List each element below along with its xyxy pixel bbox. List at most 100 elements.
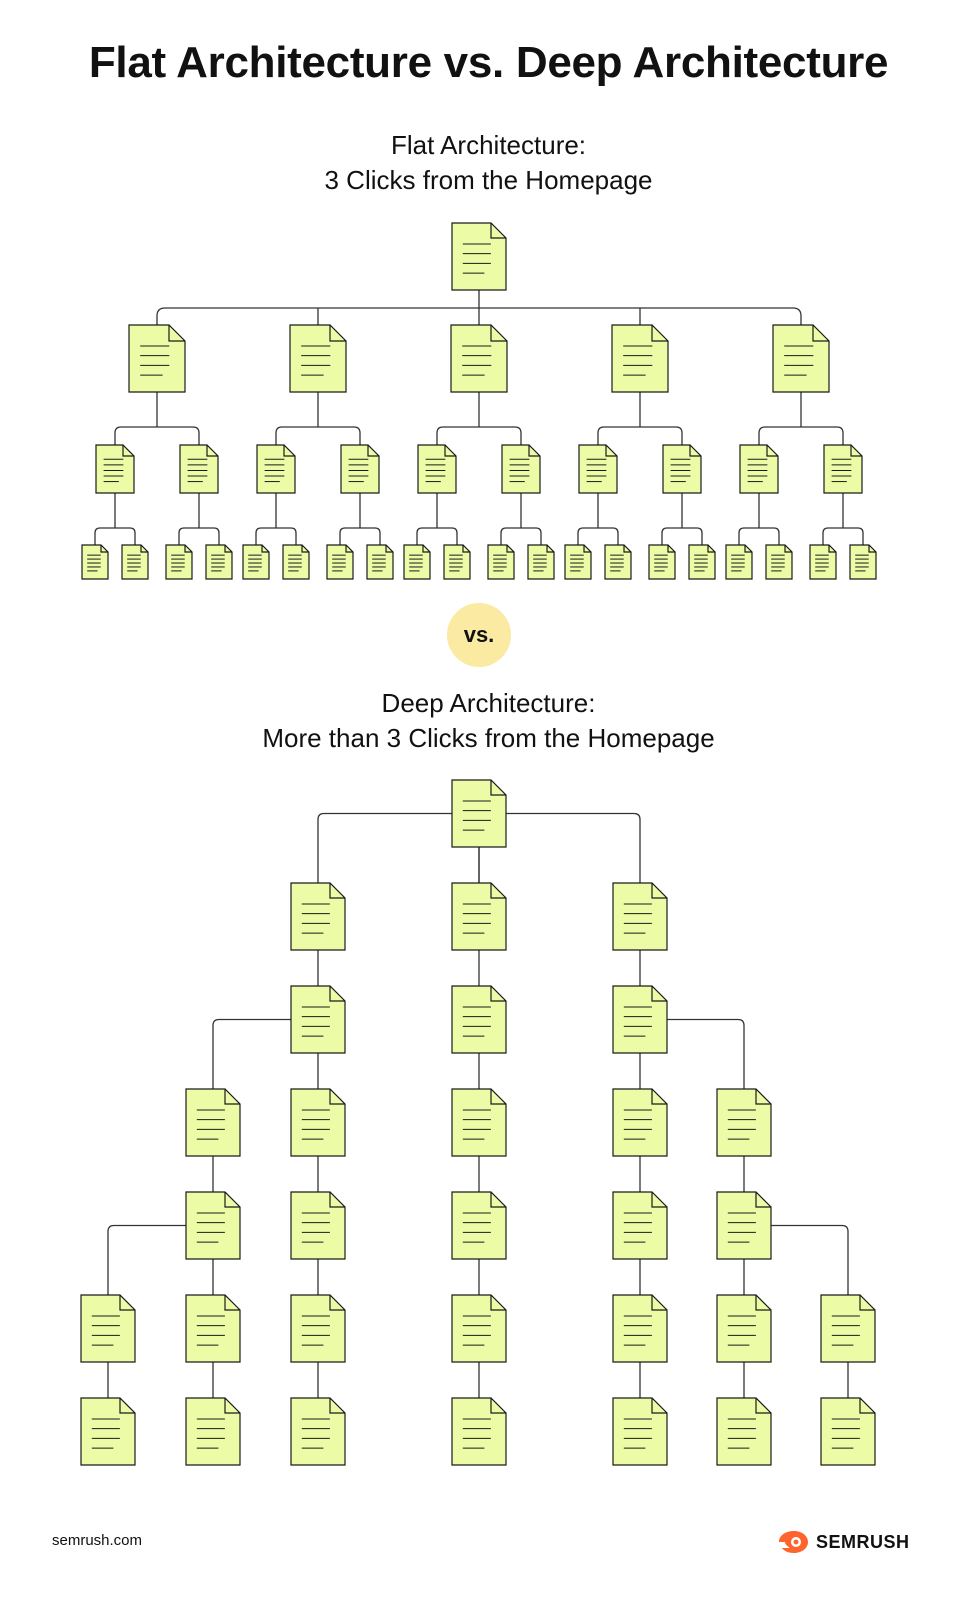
page-document-icon bbox=[823, 444, 863, 494]
footer-site: semrush.com bbox=[52, 1532, 143, 1549]
page-document-icon bbox=[80, 1294, 136, 1363]
flat-architecture-heading: Flat Architecture: 3 Clicks from the Hom… bbox=[0, 128, 977, 198]
page-document-icon bbox=[648, 544, 676, 580]
connector-line bbox=[416, 527, 458, 545]
page-document-icon bbox=[662, 444, 702, 494]
page-document-icon bbox=[487, 544, 515, 580]
page-document-icon bbox=[326, 544, 354, 580]
connector-line bbox=[275, 426, 361, 445]
flat-heading-line2: 3 Clicks from the Homepage bbox=[324, 165, 653, 195]
page-document-icon bbox=[564, 544, 592, 580]
connector-line bbox=[506, 812, 641, 883]
page-document-icon bbox=[256, 444, 296, 494]
connector-line bbox=[738, 527, 780, 545]
page-document-icon bbox=[716, 1397, 772, 1466]
page-document-icon bbox=[289, 324, 347, 393]
semrush-flame-icon bbox=[779, 1531, 808, 1553]
connector-line bbox=[178, 527, 220, 545]
page-document-icon bbox=[185, 1397, 241, 1466]
page-document-icon bbox=[611, 324, 669, 393]
page-document-icon bbox=[450, 324, 508, 393]
page-document-icon bbox=[417, 444, 457, 494]
connector-line bbox=[500, 527, 542, 545]
page-document-icon bbox=[451, 1294, 507, 1363]
page-document-icon bbox=[451, 222, 507, 291]
deep-heading-line1: Deep Architecture: bbox=[381, 688, 596, 718]
page-document-icon bbox=[242, 544, 270, 580]
page-document-icon bbox=[772, 324, 830, 393]
page-document-icon bbox=[451, 1088, 507, 1157]
pages bbox=[80, 222, 877, 1466]
connector-line bbox=[107, 1224, 186, 1295]
connector-line bbox=[339, 527, 381, 545]
semrush-logo: SEMRUSH bbox=[776, 1527, 910, 1557]
connector-line bbox=[577, 527, 619, 545]
page-document-icon bbox=[185, 1191, 241, 1260]
page-document-icon bbox=[501, 444, 541, 494]
page-document-icon bbox=[205, 544, 233, 580]
page-document-icon bbox=[612, 1397, 668, 1466]
page-document-icon bbox=[290, 1088, 346, 1157]
connector-line bbox=[661, 527, 703, 545]
page-document-icon bbox=[739, 444, 779, 494]
page-document-icon bbox=[128, 324, 186, 393]
connector-line bbox=[94, 527, 136, 545]
page-document-icon bbox=[578, 444, 618, 494]
page-document-icon bbox=[185, 1088, 241, 1157]
page-document-icon bbox=[80, 1397, 136, 1466]
page-document-icon bbox=[95, 444, 135, 494]
page-document-icon bbox=[725, 544, 753, 580]
connector-line bbox=[667, 1018, 745, 1089]
main-title: Flat Architecture vs. Deep Architecture bbox=[88, 38, 889, 87]
page-document-icon bbox=[451, 1397, 507, 1466]
connectors bbox=[94, 290, 864, 1398]
connector-line bbox=[597, 426, 683, 445]
page-document-icon bbox=[290, 1294, 346, 1363]
page-document-icon bbox=[612, 1294, 668, 1363]
connector-line bbox=[255, 527, 297, 545]
connector-line bbox=[436, 426, 522, 445]
vs-badge: vs. bbox=[447, 603, 511, 667]
connector-line bbox=[212, 1018, 291, 1089]
page-document-icon bbox=[688, 544, 716, 580]
page-document-icon bbox=[290, 985, 346, 1054]
page-document-icon bbox=[765, 544, 793, 580]
page-document-icon bbox=[451, 1191, 507, 1260]
page-document-icon bbox=[820, 1397, 876, 1466]
page-document-icon bbox=[612, 1191, 668, 1260]
page-document-icon bbox=[716, 1294, 772, 1363]
page-document-icon bbox=[612, 1088, 668, 1157]
page-document-icon bbox=[179, 444, 219, 494]
page-document-icon bbox=[612, 985, 668, 1054]
page-document-icon bbox=[604, 544, 632, 580]
page-document-icon bbox=[403, 544, 431, 580]
page-document-icon bbox=[716, 1088, 772, 1157]
deep-heading-line2: More than 3 Clicks from the Homepage bbox=[262, 723, 715, 753]
page-document-icon bbox=[451, 882, 507, 951]
connector-line bbox=[317, 812, 452, 883]
connector-line bbox=[822, 527, 864, 545]
page-document-icon bbox=[121, 544, 149, 580]
deep-architecture-heading: Deep Architecture: More than 3 Clicks fr… bbox=[0, 686, 977, 756]
page-document-icon bbox=[451, 985, 507, 1054]
page-document-icon bbox=[716, 1191, 772, 1260]
page-document-icon bbox=[366, 544, 394, 580]
page-document-icon bbox=[820, 1294, 876, 1363]
page-document-icon bbox=[849, 544, 877, 580]
page-document-icon bbox=[282, 544, 310, 580]
page-document-icon bbox=[290, 1397, 346, 1466]
page-document-icon bbox=[165, 544, 193, 580]
page-document-icon bbox=[809, 544, 837, 580]
connector-line bbox=[771, 1224, 849, 1295]
page-document-icon bbox=[451, 779, 507, 848]
page-document-icon bbox=[612, 882, 668, 951]
page-document-icon bbox=[81, 544, 109, 580]
page-document-icon bbox=[443, 544, 471, 580]
page-document-icon bbox=[527, 544, 555, 580]
connector-line bbox=[758, 426, 844, 445]
page-document-icon bbox=[290, 882, 346, 951]
page-document-icon bbox=[290, 1191, 346, 1260]
page-document-icon bbox=[340, 444, 380, 494]
brand-name: SEMRUSH bbox=[816, 1531, 910, 1552]
